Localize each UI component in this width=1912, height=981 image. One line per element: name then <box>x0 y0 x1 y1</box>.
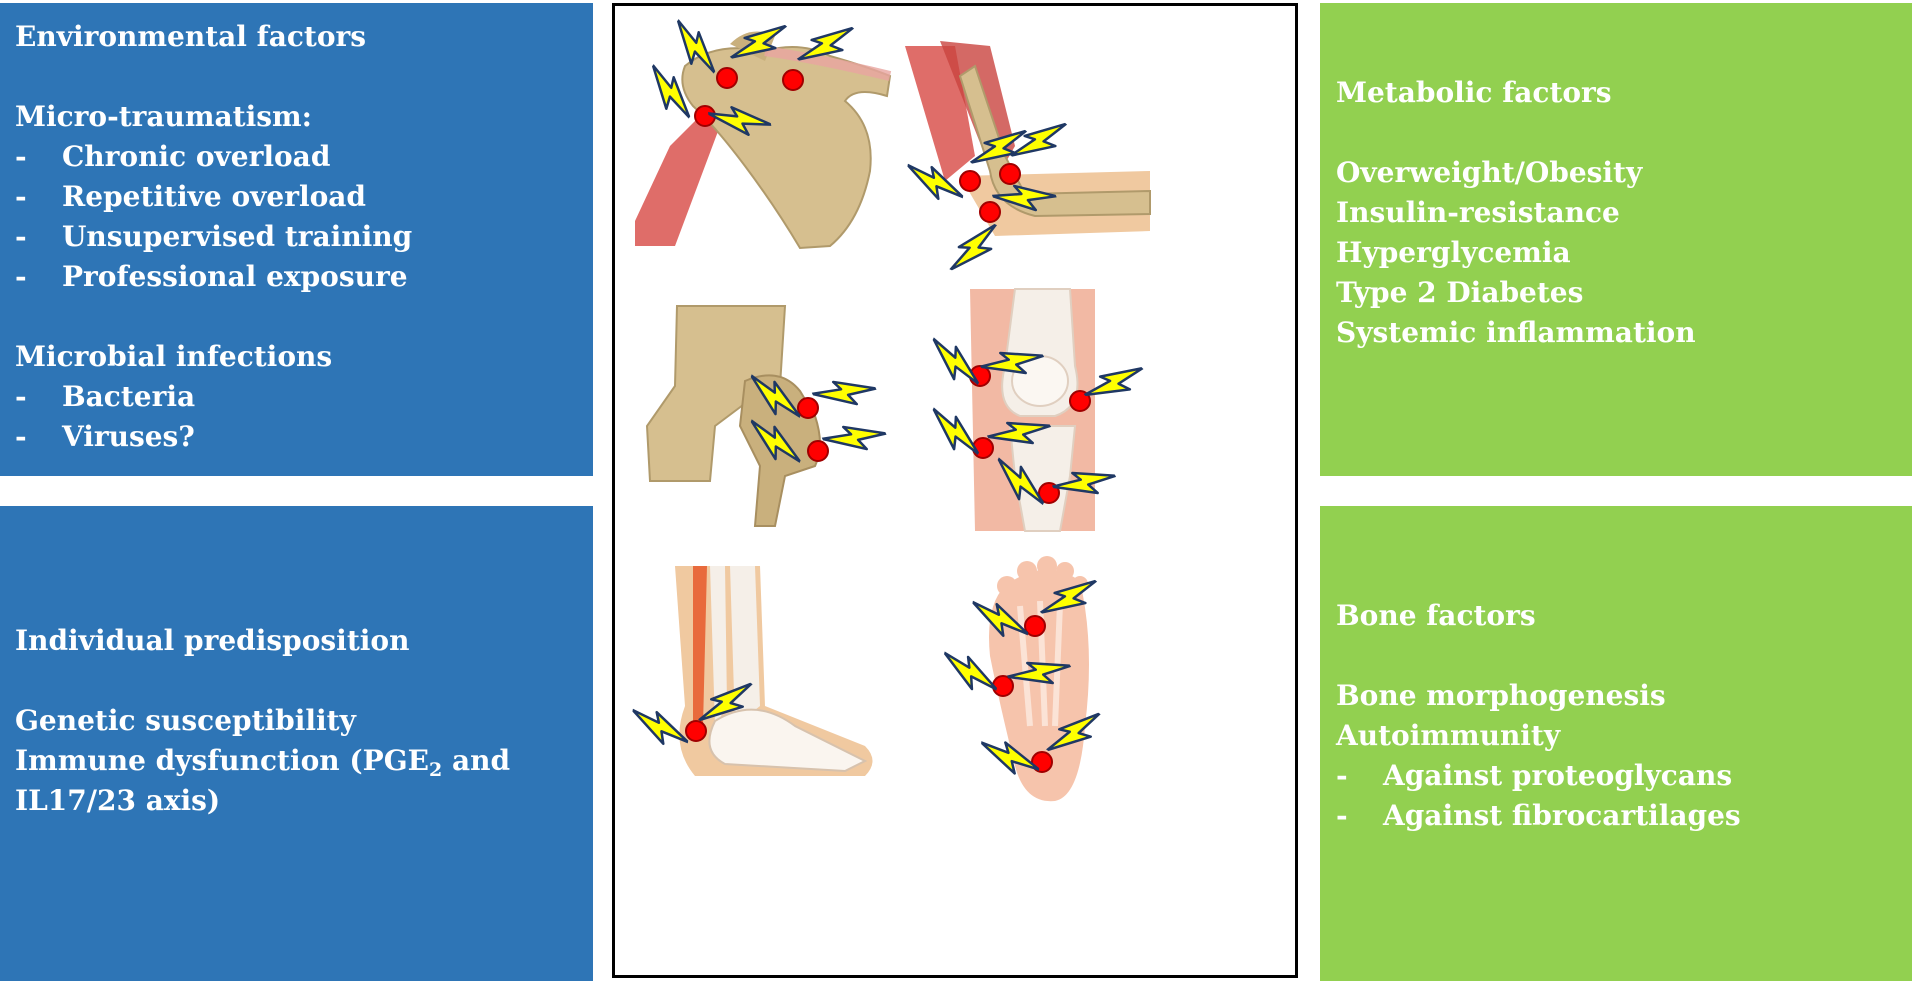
bone-item: Bone morphogenesis <box>1336 679 1666 712</box>
anatomy-illustrations <box>627 9 1151 802</box>
individual-immune-axis: IL17/23 axis) <box>15 784 221 817</box>
individual-immune: Immune dysfunction (PGE2 and <box>15 744 511 781</box>
bone-title: Bone factors <box>1336 599 1536 632</box>
microbial-title: Microbial infections <box>15 340 333 373</box>
metabolic-item: Hyperglycemia <box>1336 236 1571 269</box>
micro-traumatism-title: Micro-traumatism: <box>15 100 312 133</box>
micro-item: -Unsupervised training <box>15 220 413 253</box>
micro-item: -Repetitive overload <box>15 180 366 213</box>
bone-factors-panel: Bone factors Bone morphogenesis Autoimmu… <box>1320 506 1912 981</box>
metabolic-title: Metabolic factors <box>1336 76 1612 109</box>
metabolic-item: Insulin-resistance <box>1336 196 1620 229</box>
metabolic-item: Type 2 Diabetes <box>1336 276 1584 309</box>
metabolic-item: Systemic inflammation <box>1336 316 1696 349</box>
hip-icon <box>645 305 890 527</box>
bone-sub-item: -Against fibrocartilages <box>1336 799 1741 832</box>
microbial-item: -Viruses? <box>15 420 195 453</box>
metabolic-factors-panel: Metabolic factors Overweight/Obesity Ins… <box>1320 3 1912 476</box>
micro-item: -Professional exposure <box>15 260 408 293</box>
metabolic-item: Overweight/Obesity <box>1336 156 1643 189</box>
environmental-title: Environmental factors <box>15 20 367 53</box>
bone-item: Autoimmunity <box>1336 719 1561 752</box>
environmental-factors-panel: Environmental factors Micro-traumatism: … <box>0 3 593 476</box>
bone-sub-item: -Against proteoglycans <box>1336 759 1733 792</box>
anatomy-illustration-frame <box>612 3 1298 978</box>
micro-item: -Chronic overload <box>15 140 331 173</box>
knee-icon <box>920 288 1149 532</box>
ankle-icon <box>627 566 873 776</box>
individual-genetic: Genetic susceptibility <box>15 704 356 737</box>
microbial-item: -Bacteria <box>15 380 196 413</box>
foot-sole-icon <box>936 556 1106 802</box>
individual-title: Individual predisposition <box>15 624 410 657</box>
individual-predisposition-panel: Individual predisposition Genetic suscep… <box>0 506 593 981</box>
shoulder-icon <box>635 9 892 250</box>
elbow-icon <box>902 41 1151 283</box>
